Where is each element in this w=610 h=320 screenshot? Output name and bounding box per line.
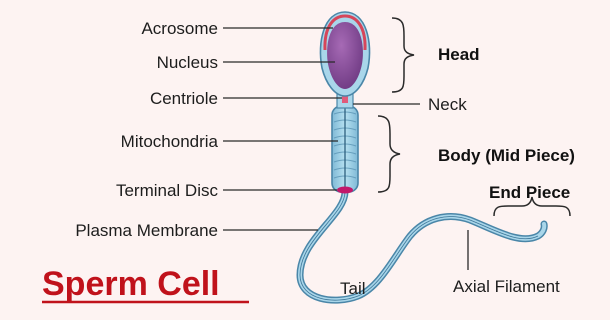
centriole: [342, 96, 348, 103]
region-end-piece: End Piece: [489, 183, 570, 202]
terminal-disc: [337, 187, 353, 194]
label-terminal-disc: Terminal Disc: [116, 181, 219, 200]
label-acrosome: Acrosome: [141, 19, 218, 38]
body-brace: [378, 116, 400, 192]
label-neck: Neck: [428, 95, 467, 114]
head-brace: [392, 18, 414, 92]
label-axial-filament: Axial Filament: [453, 277, 560, 296]
label-tail: Tail: [340, 279, 366, 298]
label-nucleus: Nucleus: [157, 53, 218, 72]
diagram-title: Sperm Cell: [42, 265, 220, 303]
label-centriole: Centriole: [150, 89, 218, 108]
label-mitochondria: Mitochondria: [121, 132, 219, 151]
region-head: Head: [438, 45, 480, 64]
label-plasma-membrane: Plasma Membrane: [75, 221, 218, 240]
region-body: Body (Mid Piece): [438, 146, 575, 165]
